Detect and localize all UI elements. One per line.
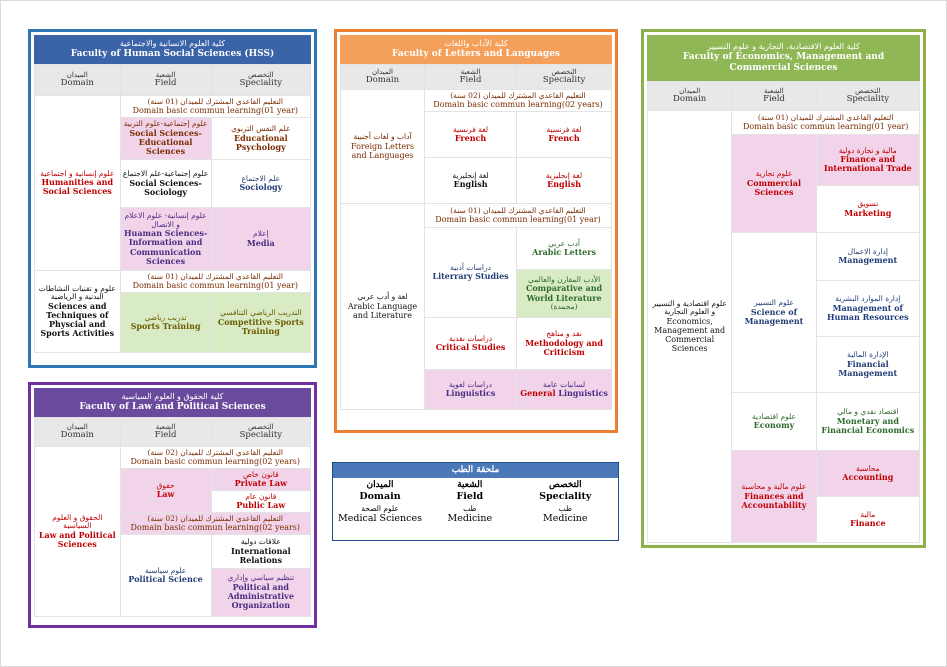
letters-title: كلية الآداب واللغات Faculty of Letters a… bbox=[340, 35, 612, 64]
law-title-ar: كلية الحقوق و العلوم السياسية bbox=[121, 392, 224, 402]
letters-common-learning-1: التعليم القاعدي المشترك للميدان (02 سنة)… bbox=[424, 89, 612, 112]
eco-title-en: Faculty of Economics, Management and Com… bbox=[682, 52, 885, 73]
law-faculty-box: كلية الحقوق و العلوم السياسية Faculty of… bbox=[28, 382, 317, 628]
eco-domain: علوم اقتصادية و التسيير و العلوم التجاري… bbox=[646, 110, 733, 543]
letters-common-learning-2: التعليم القاعدي المشترك للميدان (01 سنة)… bbox=[424, 203, 612, 228]
hss-title-ar: كلية العلوم الانسانية والاجتماعية bbox=[119, 39, 226, 49]
hss-faculty-box: كلية العلوم الانسانية والاجتماعية Facult… bbox=[28, 29, 317, 368]
law-title-en: Faculty of Law and Political Sciences bbox=[79, 401, 266, 412]
hss-common-learning-1: التعليم القاعدي المشترك للميدان (01 سنة)… bbox=[119, 95, 312, 118]
letters-faculty-box: كلية الآداب واللغات Faculty of Letters a… bbox=[334, 29, 618, 433]
law-common-learning-1: التعليم القاعدي المشترك للميدان (02 سنة)… bbox=[119, 446, 312, 469]
law-common-learning-2: التعليم القاعدي المشترك للميدان (02 سنة)… bbox=[119, 512, 312, 535]
medicine-title: ملحقة الطب bbox=[333, 463, 618, 478]
hss-title-en: Faculty of Human Social Sciences (HSS) bbox=[70, 48, 275, 59]
law-title: كلية الحقوق و العلوم السياسية Faculty of… bbox=[34, 388, 311, 417]
letters-title-en: Faculty of Letters and Languages bbox=[392, 48, 560, 59]
hss-common-learning-2: التعليم القاعدي المشترك للميدان (01 سنة)… bbox=[119, 270, 312, 293]
eco-title-ar: كلية العلوم الاقتصادية، التجارية و علوم … bbox=[707, 42, 860, 52]
hss-title: كلية العلوم الانسانية والاجتماعية Facult… bbox=[34, 35, 311, 64]
letters-title-ar: كلية الآداب واللغات bbox=[444, 39, 508, 49]
eco-faculty-box: كلية العلوم الاقتصادية، التجارية و علوم … bbox=[641, 29, 926, 548]
hss-domain-sports: علوم و تقنيات النشاطات البدنية و الرياضي… bbox=[34, 270, 121, 353]
eco-title: كلية العلوم الاقتصادية، التجارية و علوم … bbox=[647, 35, 920, 81]
eco-common-learning: التعليم القاعدي المشترك للميدان (01 سنة)… bbox=[731, 110, 920, 135]
